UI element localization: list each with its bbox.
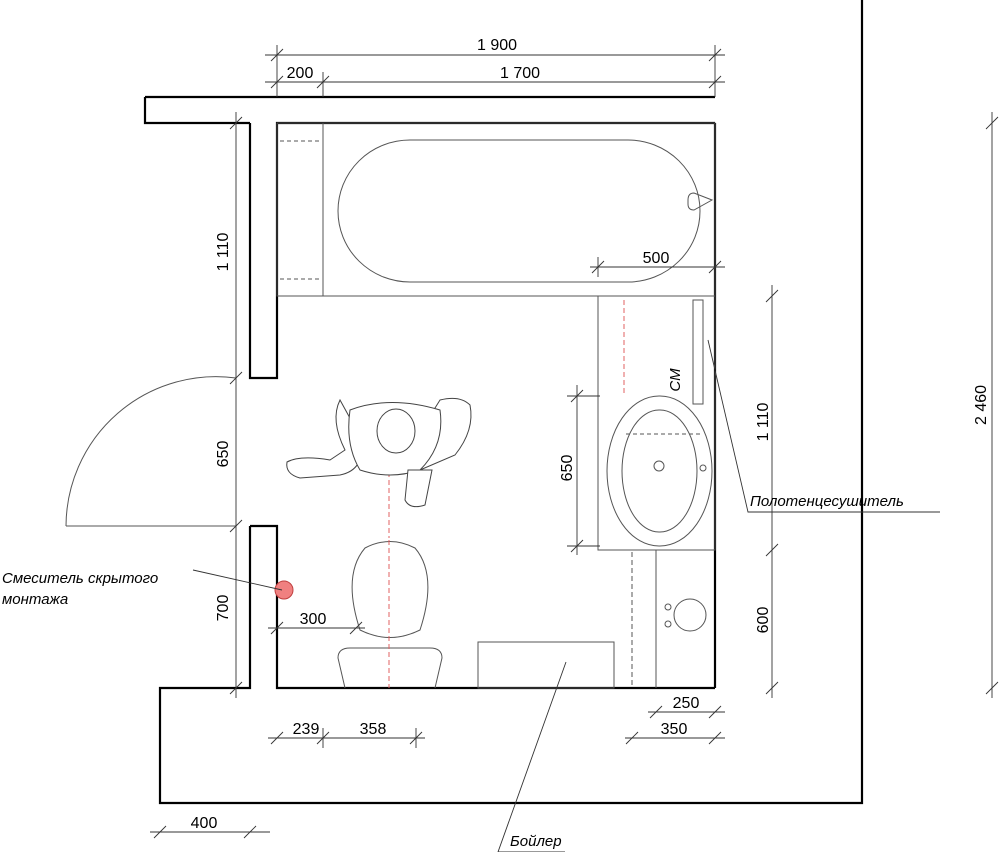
dim-right-lower-label: 600 <box>755 607 772 634</box>
dim-left-tick-2 <box>229 371 243 385</box>
dim-top-tick-2 <box>708 48 722 62</box>
dim-400-tick-2 <box>243 825 257 839</box>
dim-right-tick-3 <box>765 681 779 695</box>
dim-top-total-label: 1 900 <box>477 37 517 54</box>
washer-label: СМ <box>667 368 684 392</box>
dim-right-tick-1 <box>765 289 779 303</box>
boiler <box>477 641 615 689</box>
dim-right-upper-label: 1 110 <box>755 402 772 441</box>
bathtub-frame <box>276 122 716 297</box>
right-cabinet <box>597 295 716 688</box>
bathtub-tap-icon <box>687 192 714 211</box>
dim-400-tick-1 <box>153 825 167 839</box>
washbasin-drain-icon <box>653 460 665 472</box>
bottom-wall <box>158 0 864 805</box>
boiler-label: Бойлер <box>510 833 562 850</box>
top-wall-inner <box>143 97 250 125</box>
dim-left-lower-label: 700 <box>215 595 232 622</box>
mixer-leader <box>192 569 283 591</box>
toilet <box>337 472 443 689</box>
dim-mixer-offset-label: 300 <box>300 611 327 628</box>
dim-400-label: 400 <box>191 815 218 832</box>
dim-250-label: 250 <box>673 695 700 712</box>
dim-500-tick-2 <box>708 260 722 274</box>
dim-left-door-label: 650 <box>215 441 232 468</box>
person-head <box>376 408 416 454</box>
dim-358-label: 358 <box>360 721 387 738</box>
dim-350-tick-1 <box>625 731 639 745</box>
dim-top-tick-4 <box>316 75 330 89</box>
dim-left-tick-1 <box>229 116 243 130</box>
washbasin-tap-icon <box>699 464 707 472</box>
washbasin-outer <box>606 395 713 547</box>
dim-sink-tick-2 <box>570 539 584 553</box>
towel-rail-icon <box>692 299 704 405</box>
small-basin-icon <box>673 598 707 632</box>
dim-bottom-tick-1 <box>270 731 284 745</box>
dim-top-tick-5 <box>708 75 722 89</box>
boiler-leader <box>497 661 567 852</box>
dim-top-left-label: 200 <box>287 65 314 82</box>
bathtub <box>276 122 716 297</box>
toilet-bowl <box>351 541 429 638</box>
dim-300-tick-1 <box>270 621 284 635</box>
dim-left-upper-label: 1 110 <box>215 232 232 271</box>
leaders <box>497 339 940 852</box>
dim-250-tick-2 <box>708 705 722 719</box>
small-basin-dot-1 <box>664 603 672 611</box>
person-icon <box>286 397 472 508</box>
dim-top-bath-label: 1 700 <box>500 65 540 82</box>
dim-350-tick-2 <box>708 731 722 745</box>
towel-leader <box>707 339 940 513</box>
towel-rail-label: Полотенцесушитель <box>750 493 904 510</box>
toilet-tank <box>337 647 443 689</box>
dim-top-tick-1 <box>270 48 284 62</box>
dim-bath-tap-label: 500 <box>643 250 670 267</box>
dim-350-label: 350 <box>661 721 688 738</box>
bathtub-basin <box>337 139 701 283</box>
dim-239-label: 239 <box>293 721 320 738</box>
dim-right-tick-2 <box>765 543 779 557</box>
dim-500-tick-1 <box>591 260 605 274</box>
dim-left-tick-4 <box>229 681 243 695</box>
person-leg <box>404 469 433 508</box>
washbasin-inner <box>621 409 698 533</box>
door-swing-arc <box>65 376 237 527</box>
dimension-lines <box>150 45 999 839</box>
person-left-arm <box>286 398 363 479</box>
dim-left-tick-3 <box>229 519 243 533</box>
mixer-label-line1: Смеситель скрытого <box>2 570 158 587</box>
small-basin-dot-2 <box>664 620 672 628</box>
dim-top-tick-3 <box>270 75 284 89</box>
walls <box>143 0 864 805</box>
mixer-label-line2: монтажа <box>2 591 68 608</box>
dim-sink-tick-1 <box>570 389 584 403</box>
dim-total-tick-1 <box>985 116 999 130</box>
dim-300-tick-2 <box>349 621 363 635</box>
dim-sink-height-label: 650 <box>559 455 576 482</box>
dim-right-total-label: 2 460 <box>973 385 990 425</box>
dim-250-tick-1 <box>649 705 663 719</box>
dim-total-tick-2 <box>985 681 999 695</box>
door <box>65 376 237 527</box>
concealed-mixer-icon <box>274 580 294 600</box>
